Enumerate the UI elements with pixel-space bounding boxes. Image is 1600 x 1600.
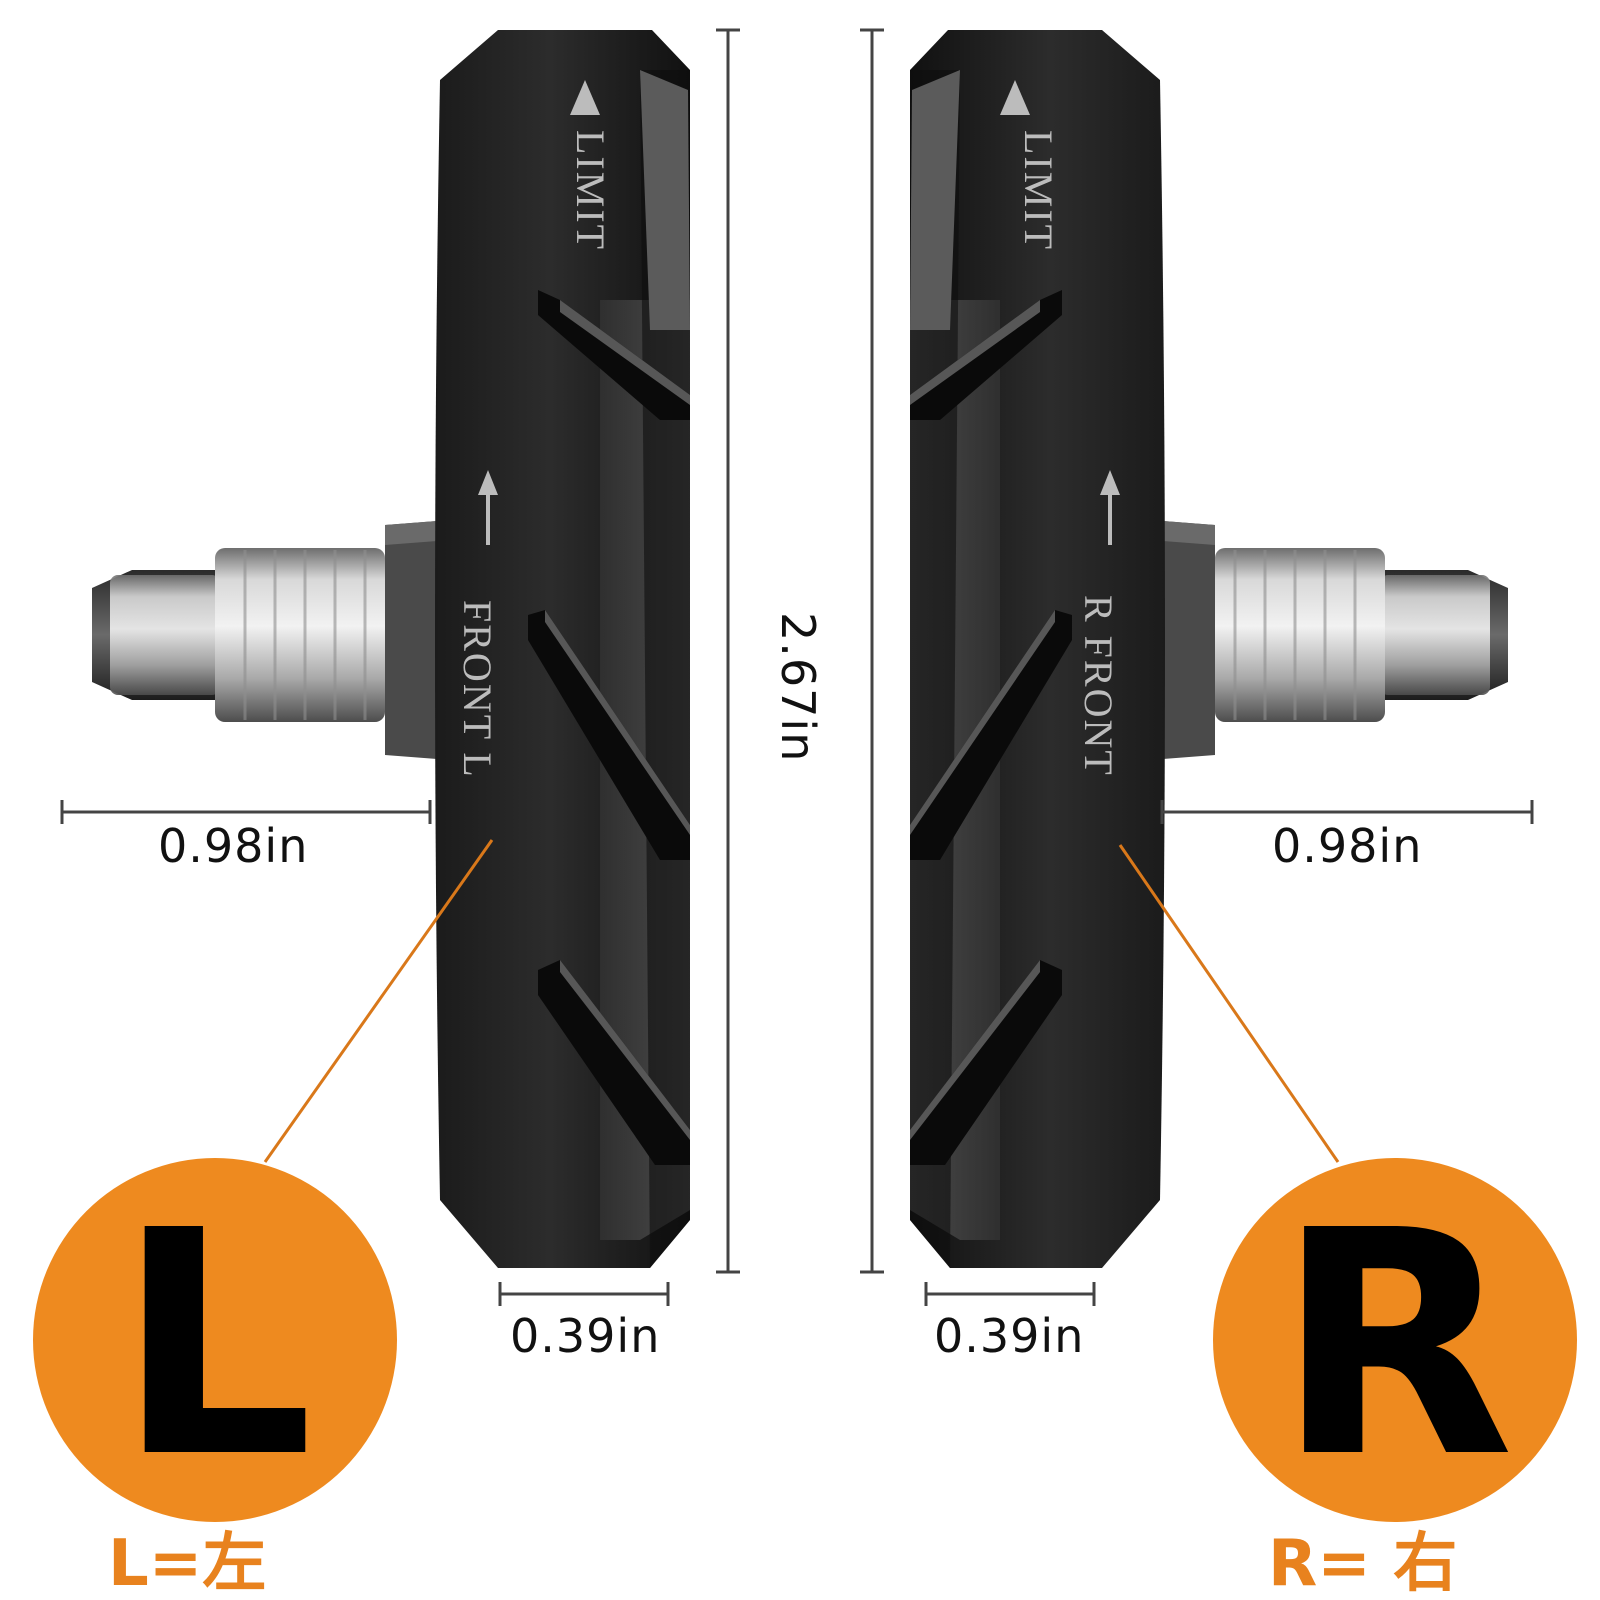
right-brake-pad: LIMIT R FRONT [910,30,1508,1268]
left-front-marking: FRONT L [455,600,500,779]
left-badge-letter: L [116,1165,314,1526]
front-arrow-icon [1100,470,1120,545]
height-dimension-label: 2.67in [771,612,825,762]
left-brake-pad: LIMIT FRONT L [92,30,690,1268]
right-stud-dimension-label: 0.98in [1272,819,1422,873]
right-limit-marking: LIMIT [1016,130,1061,251]
right-badge-letter: R [1276,1165,1515,1526]
left-caption: L=左 [108,1527,266,1600]
left-badge: L [33,1158,397,1526]
left-width-dimension-label: 0.39in [510,1309,660,1363]
right-width-dimension-label: 0.39in [934,1309,1084,1363]
dimension-lines [60,28,1534,1306]
right-front-marking: R FRONT [1076,595,1121,777]
right-stud [1150,520,1508,760]
callout-lines [263,839,1340,1163]
left-limit-marking: LIMIT [568,130,613,251]
right-caption: R= 右 [1268,1527,1457,1600]
front-arrow-icon [478,470,498,545]
left-stud [92,520,450,760]
limit-arrow-icon [570,80,600,115]
limit-arrow-icon [1000,80,1030,115]
left-stud-dimension-label: 0.98in [158,819,308,873]
right-badge: R [1213,1158,1577,1526]
